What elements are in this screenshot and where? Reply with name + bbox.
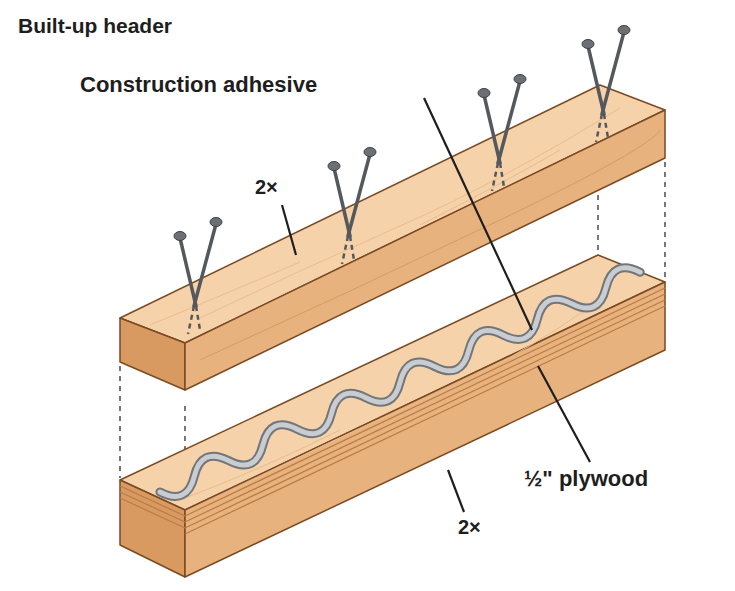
part-label: Construction adhesive — [80, 72, 317, 97]
part-label: ½" plywood — [524, 466, 648, 491]
diagram-title: Built-up header — [18, 14, 172, 38]
part-label: 2× — [458, 516, 481, 539]
part-label: 2× — [255, 176, 278, 199]
